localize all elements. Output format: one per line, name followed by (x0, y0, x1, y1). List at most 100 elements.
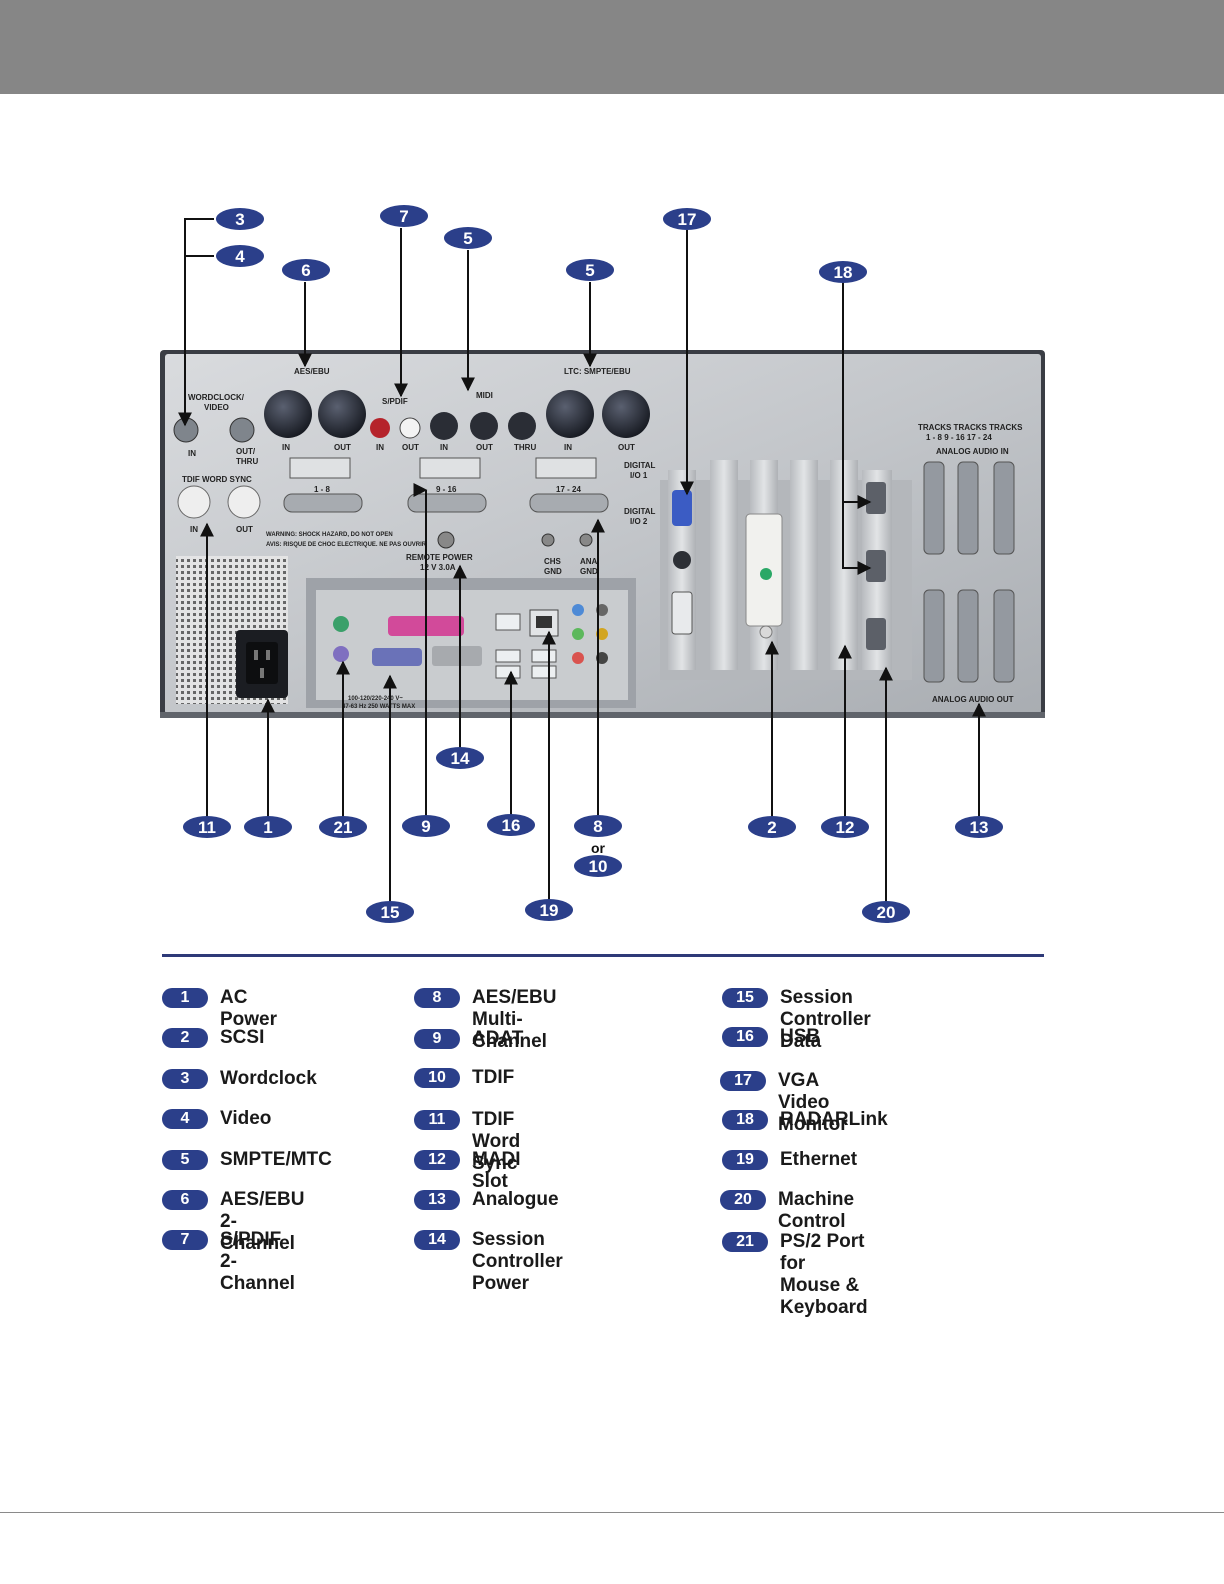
callout-5: 5 (566, 259, 614, 281)
machine-control-port (866, 618, 886, 650)
svg-text:6: 6 (301, 261, 310, 280)
svg-text:20: 20 (877, 903, 896, 922)
label-video: VIDEO (204, 403, 229, 412)
svg-text:12: 12 (836, 818, 855, 837)
legend-label: RADARLink (780, 1109, 888, 1130)
svg-text:OUT: OUT (476, 443, 493, 452)
svg-text:14: 14 (451, 749, 470, 768)
callout-14: 14 (436, 747, 484, 769)
svg-text:5: 5 (463, 229, 472, 248)
legend-item-20: 20 Machine Control (720, 1189, 855, 1233)
callout-9: 9 (402, 815, 450, 837)
svg-text:5: 5 (585, 261, 594, 280)
legend-badge: 12 (414, 1150, 460, 1170)
svg-text:OUT: OUT (402, 443, 419, 452)
legend-label: TDIF Word Sync (472, 1109, 521, 1174)
svg-text:or: or (591, 840, 606, 856)
svg-text:AVIS: RISQUE DE CHOC ELECTRIQU: AVIS: RISQUE DE CHOC ELECTRIQUE. NE PAS … (266, 542, 427, 548)
legend-label: AES/EBU 2-Channel (220, 1189, 305, 1254)
audio-connectors (173, 390, 650, 549)
callout-2: 2 (748, 816, 796, 838)
legend-badge: 4 (162, 1109, 208, 1129)
svg-text:OUT: OUT (236, 525, 253, 534)
svg-text:I/O 1: I/O 1 (630, 471, 648, 480)
svg-text:THRU: THRU (236, 457, 258, 466)
legend-item-9: 9 ADAT (414, 1028, 524, 1050)
legend-item-8: 8 AES/EBU Multi-Channel (414, 987, 557, 1053)
label-ltc: LTC: SMPTE/EBU (564, 367, 631, 376)
legend-badge: 9 (414, 1029, 460, 1049)
legend-label: S/PDIF 2-Channel (220, 1229, 295, 1294)
legend-label: Machine Control (778, 1189, 855, 1232)
legend-item-18: 18 RADARLink (722, 1109, 888, 1131)
footer-rule (0, 1512, 1224, 1513)
analog-connectors (923, 461, 1015, 683)
svg-text:CHS: CHS (544, 557, 562, 566)
legend-badge: 1 (162, 988, 208, 1008)
label-spdif: S/PDIF (382, 397, 408, 406)
svg-text:TRACKS TRACKS TRACKS: TRACKS TRACKS TRACKS (918, 423, 1023, 432)
legend-label: Analogue (472, 1189, 559, 1210)
label-wordclock: WORDCLOCK/ (188, 393, 245, 402)
legend-item-16: 16 USB (722, 1026, 821, 1048)
svg-text:10: 10 (589, 857, 608, 876)
svg-text:1: 1 (263, 818, 272, 837)
callout-13: 13 (955, 816, 1003, 838)
svg-text:19: 19 (540, 901, 559, 920)
svg-text:8: 8 (593, 817, 602, 836)
svg-text:DIGITAL: DIGITAL (624, 461, 656, 470)
legend-label: Video (220, 1108, 272, 1129)
serial-port (372, 648, 422, 666)
svg-text:OUT: OUT (618, 443, 635, 452)
svg-text:REMOTE POWER: REMOTE POWER (406, 553, 473, 562)
legend-label: AES/EBU Multi-Channel (472, 987, 557, 1052)
svg-text:7: 7 (399, 207, 408, 226)
svg-text:ANALOG AUDIO IN: ANALOG AUDIO IN (936, 447, 1009, 456)
svg-text:100-120/220-240 V~: 100-120/220-240 V~ (348, 696, 403, 702)
legend-badge: 18 (722, 1110, 768, 1130)
ps2-mouse-port (333, 616, 349, 632)
legend-badge: 16 (722, 1027, 768, 1047)
legend-badge: 10 (414, 1068, 460, 1088)
legend-label: ADAT (472, 1028, 524, 1049)
callout-7: 7 (380, 205, 428, 227)
callout-8: 8 (574, 815, 622, 837)
usb-port (495, 613, 521, 631)
callout-5: 5 (444, 227, 492, 249)
svg-text:1 - 8 9 - 16 17 - 24: 1 - 8 9 - 16 17 - 24 (926, 433, 992, 442)
svg-text:GND: GND (580, 567, 598, 576)
legend-label: PS/2 Port for Mouse & Keyboard (780, 1231, 868, 1318)
svg-text:12 V 3.0A: 12 V 3.0A (420, 563, 456, 572)
legend-label: USB (780, 1026, 821, 1047)
svg-text:DIGITAL: DIGITAL (624, 507, 656, 516)
legend-badge: 19 (722, 1150, 768, 1170)
svg-text:13: 13 (970, 818, 989, 837)
callout-20: 20 (862, 901, 910, 923)
legend-badge: 20 (720, 1190, 766, 1210)
callout-6: 6 (282, 259, 330, 281)
legend-label: TDIF (472, 1067, 515, 1088)
legend-badge: 7 (162, 1230, 208, 1250)
callout-19: 19 (525, 899, 573, 921)
callout-15: 15 (366, 901, 414, 923)
legend-badge: 11 (414, 1110, 460, 1130)
svg-text:18: 18 (834, 263, 853, 282)
legend-label: Session Controller Data (780, 987, 871, 1052)
svg-text:IN: IN (440, 443, 448, 452)
legend-label: AC Power (220, 987, 278, 1030)
callout-4: 4 (216, 245, 264, 267)
legend-badge: 14 (414, 1230, 460, 1250)
legend-badge: 8 (414, 988, 460, 1008)
callout-18: 18 (819, 261, 867, 283)
legend-divider (162, 954, 1044, 957)
legend-badge: 17 (720, 1071, 766, 1091)
legend-label: Wordclock (220, 1068, 317, 1089)
svg-text:15: 15 (381, 903, 400, 922)
